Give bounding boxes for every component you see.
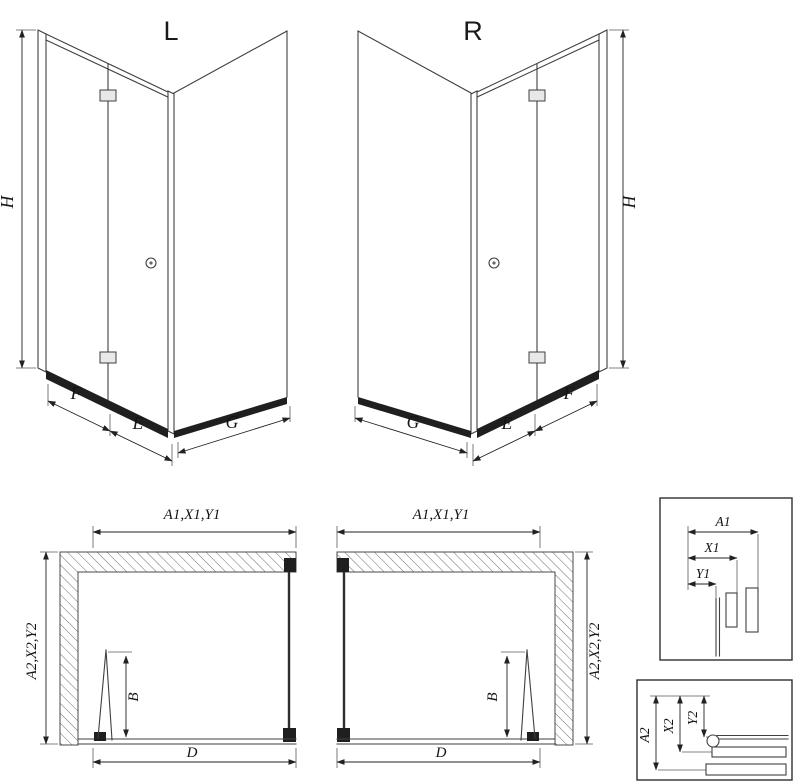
dimension-b-left: B [108,651,142,738]
dimension-d-left: D [92,745,297,768]
dim-label-b-left: B [126,692,142,701]
dim-label-e-right: E [501,413,513,433]
plan-view-l: B A1,X1,Y1 A2,X2,Y2 D [24,507,297,768]
dim-label-b-right: B [485,692,501,701]
corner-profile-block [283,728,296,742]
detail-frame [659,497,793,661]
detail-box-wall-profile-depth: A2 X2 Y2 [636,679,793,781]
dim-label-a2x2y2-right: A2,X2,Y2 [587,622,603,680]
plan-view-r: B A1,X1,Y1 A2,X2,Y2 D [336,507,603,768]
wall-profile-left [37,29,47,373]
wall-profile-inner-section [725,592,738,628]
dim-label-x2: X2 [661,718,676,734]
profile-end-cap-icon [706,734,720,748]
dimension-d-right: D [336,745,541,768]
dimension-a1x1y1-right: A1,X1,Y1 [336,507,541,548]
wall-hatched [336,551,574,746]
figure-r-3d-view [357,29,608,438]
dim-label-d-right: D [435,745,447,761]
wall-profile-right [598,29,608,373]
hinge-bottom-icon [99,351,117,364]
tray-edge-front [46,370,168,438]
dimension-a2x2y2-right: A2,X2,Y2 [575,551,603,745]
dim-label-a2x2y2-left: A2,X2,Y2 [24,622,40,680]
wall-profile-block-top [337,558,349,572]
dimension-b-right: B [485,651,525,738]
dim-label-h-right: H [619,194,639,209]
corner-profile-block [337,728,350,742]
dimension-g-left: G [177,406,291,458]
detail-box-wall-profile-width: A1 X1 Y1 [659,497,793,661]
figure-l-3d-view [37,29,288,438]
wall-hatched [59,551,297,746]
door-pivot-block [94,732,106,741]
folded-door-panel-1 [526,649,536,739]
figure-r-title: R [463,16,483,46]
dimension-h-left: H [0,29,36,369]
door-pivot-block [527,732,539,741]
hinge-bottom-icon [528,351,546,364]
tray-edge-front [477,370,599,438]
dim-label-a1: A1 [715,514,731,529]
dim-label-g-right: G [407,412,420,432]
hinge-top-icon [528,89,546,102]
folded-door-panel-1 [97,649,107,739]
dimension-h-right: H [609,29,639,369]
wall-profile-block-top [284,558,296,572]
dim-label-y1: Y1 [696,566,710,581]
dim-label-h-left: H [0,194,17,209]
dim-label-f-left: F [70,383,82,403]
detail-frame [636,679,793,781]
figure-l-title: L [163,16,178,46]
dim-label-a1x1y1-left: A1,X1,Y1 [163,507,221,523]
dimension-f-e-left: F E [47,383,173,466]
dimension-g-e-f-right: F E G [354,383,598,466]
dimension-a1x1y1-left: A1,X1,Y1 [92,507,297,548]
dimension-a2x2y2-left: A2,X2,Y2 [24,551,58,745]
dim-label-f-right: F [563,383,575,403]
wall-profile-outer-section [705,763,787,776]
folded-door-panel-2 [105,649,113,741]
dim-label-x1: X1 [704,540,720,555]
wall-profile-outer-section [745,587,759,633]
dim-label-y2: Y2 [685,711,700,726]
hinge-top-icon [99,89,117,102]
dim-label-a2: A2 [637,727,652,743]
corner-post [167,90,175,435]
folded-door-panel-2 [520,649,528,741]
dim-label-g-left: G [226,412,239,432]
dim-label-a1x1y1-right: A1,X1,Y1 [412,507,470,523]
corner-post [470,90,478,435]
wall-profile-inner-section [711,746,787,758]
dim-label-e-left: E [132,413,144,433]
dim-label-d-left: D [186,745,198,761]
